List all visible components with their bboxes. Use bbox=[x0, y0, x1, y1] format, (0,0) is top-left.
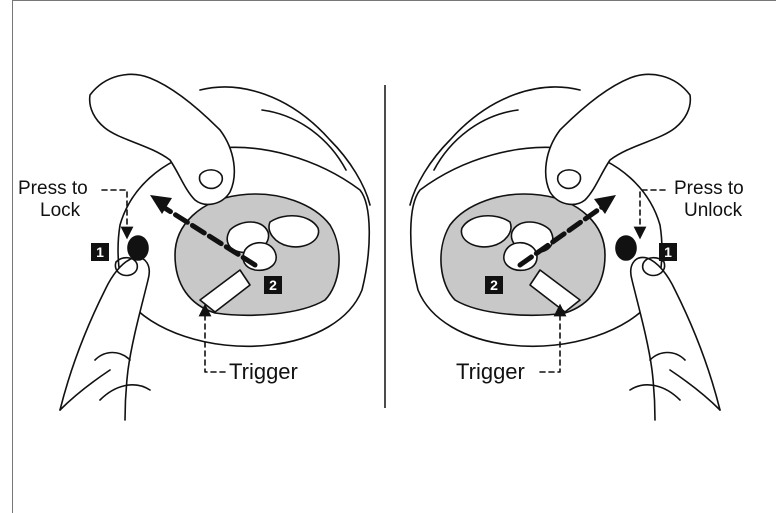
left-step-2-badge: 2 bbox=[264, 276, 282, 294]
right-trigger-guide bbox=[540, 310, 560, 372]
right-unlock-button bbox=[616, 236, 636, 260]
left-lock-button bbox=[128, 236, 148, 260]
left-step-1-badge: 1 bbox=[91, 243, 109, 261]
left-nozzle-3 bbox=[243, 243, 276, 271]
left-trigger-guide bbox=[205, 310, 225, 372]
right-press-label-line2: Unlock bbox=[684, 200, 742, 222]
right-hand-top bbox=[546, 74, 691, 204]
right-trigger-label: Trigger bbox=[456, 361, 525, 383]
left-trigger-label: Trigger bbox=[229, 361, 298, 383]
left-press-guide bbox=[102, 190, 127, 233]
right-hood-inner bbox=[434, 110, 518, 170]
left-press-label-line1: Press to bbox=[18, 178, 88, 200]
left-hood-inner bbox=[262, 110, 346, 170]
right-step-2-badge: 2 bbox=[485, 276, 503, 294]
right-press-guide bbox=[640, 190, 665, 233]
right-press-label-line1: Press to bbox=[674, 178, 744, 200]
left-hand-top bbox=[90, 74, 235, 204]
right-step-1-badge: 1 bbox=[659, 243, 677, 261]
left-press-label-line2: Lock bbox=[40, 200, 80, 222]
